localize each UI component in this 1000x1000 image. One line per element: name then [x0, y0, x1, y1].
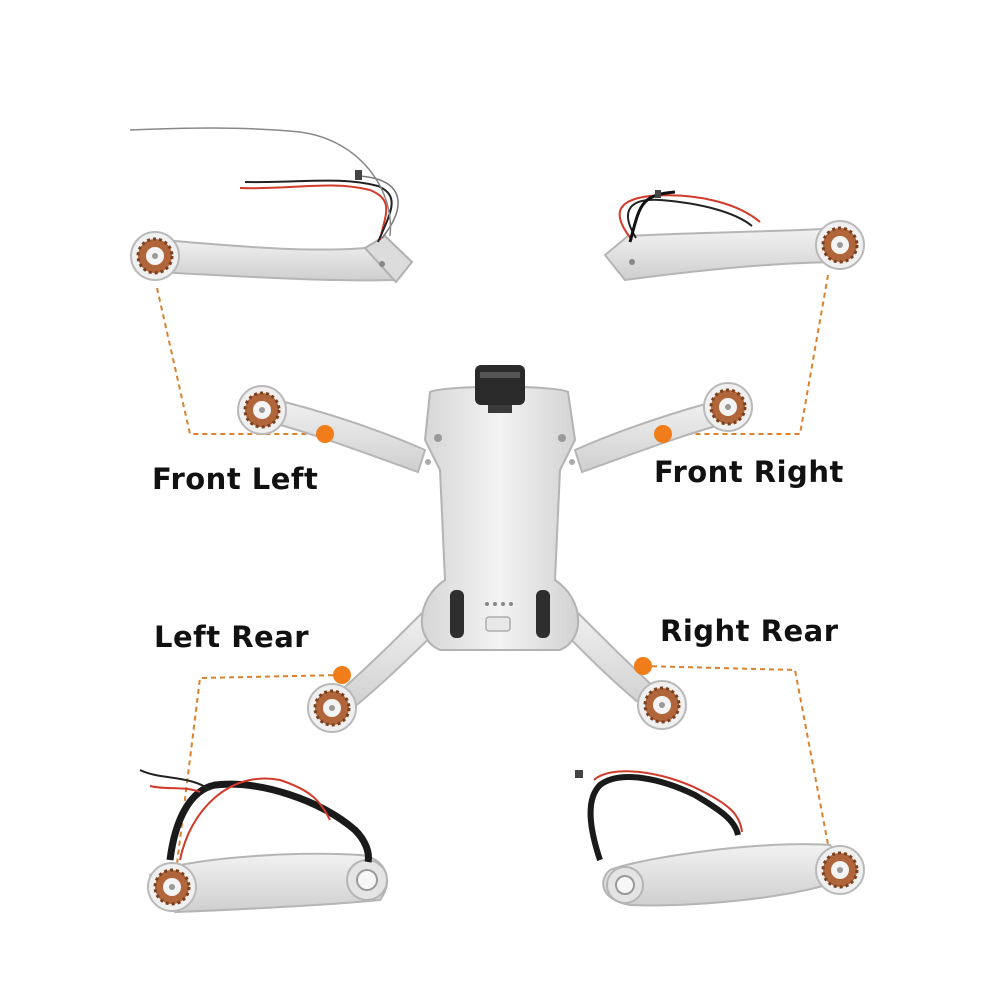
motor-icon [814, 219, 866, 271]
marker-dot-icon [333, 666, 351, 684]
motor-icon [306, 682, 358, 734]
motor-icon [129, 230, 181, 282]
label-left-rear: Left Rear [154, 620, 310, 654]
motor-icon [636, 679, 688, 731]
drone-body-group [236, 365, 754, 734]
camera-gimbal [475, 365, 525, 405]
marker-dot-icon [634, 657, 652, 675]
arm-front-left-part [129, 127, 414, 284]
vent-right [536, 590, 550, 638]
motor-icon [702, 381, 754, 433]
leader-line-front-right [663, 274, 829, 435]
leader-lines [156, 274, 831, 881]
drone-body [420, 385, 580, 651]
motor-icon [814, 844, 866, 896]
markers [316, 425, 672, 684]
battery-button [485, 616, 511, 632]
marker-dot-icon [654, 425, 672, 443]
arm-front-right-part [603, 190, 866, 282]
arm-front-left [260, 396, 427, 474]
label-right-rear: Right Rear [660, 614, 839, 648]
motor-icon [236, 384, 288, 436]
vent-left [450, 590, 464, 638]
label-front-left: Front Left [152, 462, 319, 496]
motor-icon [146, 861, 198, 913]
label-front-right: Front Right [654, 455, 844, 489]
marker-dot-icon [316, 425, 334, 443]
arm-left-rear-part [139, 769, 389, 914]
leader-line-front-left [156, 287, 325, 435]
arm-right-rear-part [575, 770, 866, 907]
leader-line-left-rear [174, 674, 343, 881]
